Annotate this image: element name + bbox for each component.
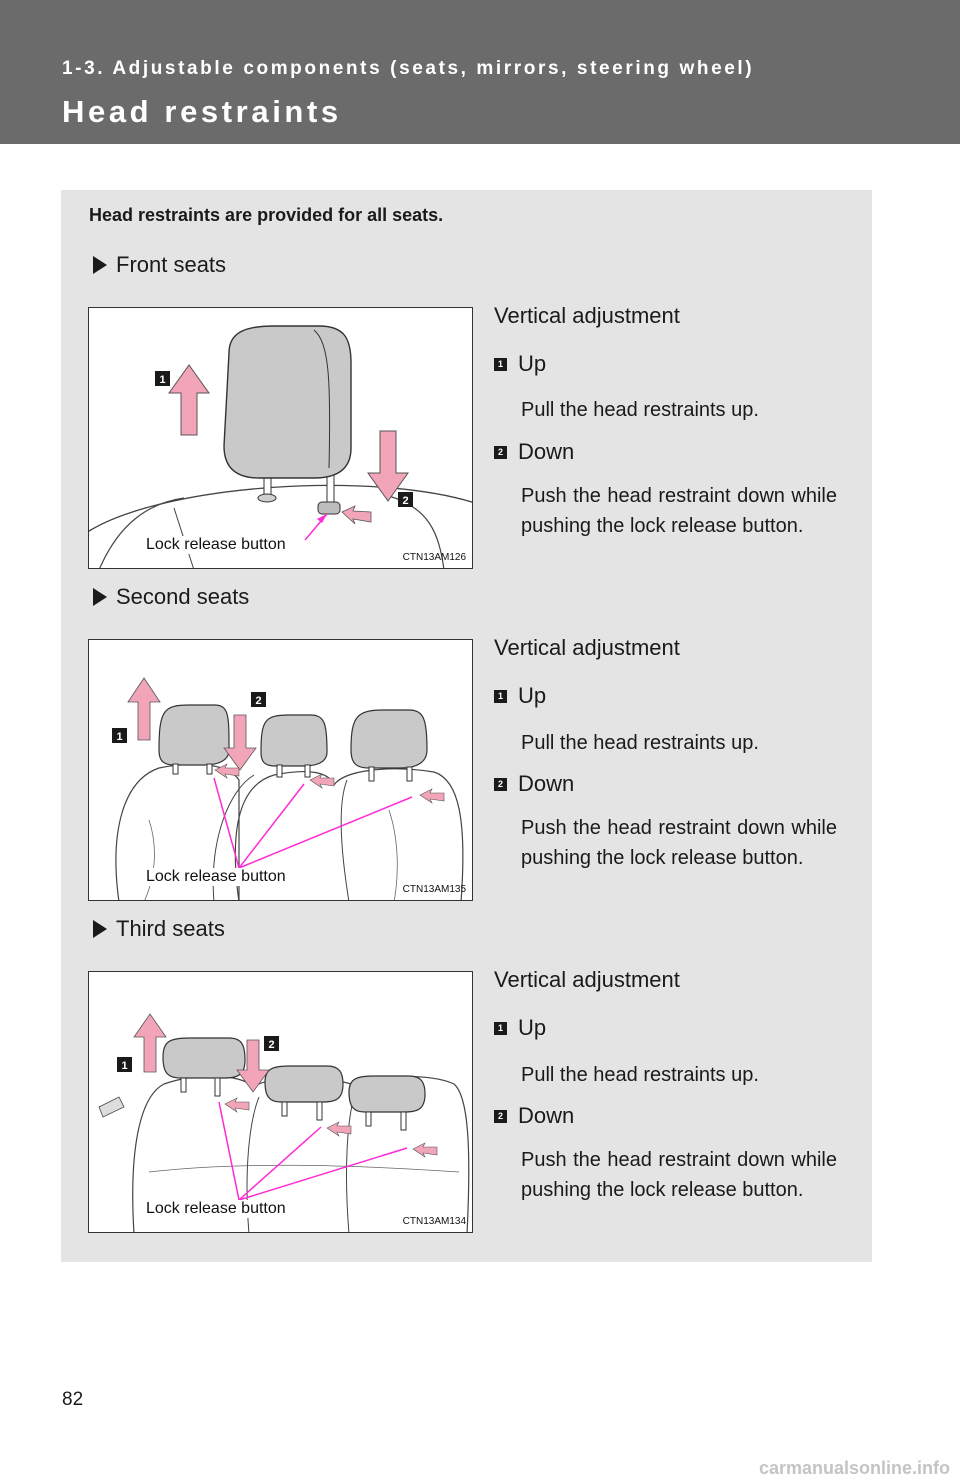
second-vertical-adjustment: Vertical adjustment bbox=[494, 635, 680, 660]
front-down-label: Down bbox=[518, 439, 575, 464]
second-down-step: 2 Down bbox=[494, 771, 574, 797]
third-seats-label: Third seats bbox=[116, 916, 225, 941]
third-vertical-adjustment: Vertical adjustment bbox=[494, 967, 680, 992]
lock-release-button-label: Lock release button bbox=[145, 868, 287, 886]
step-2-icon: 2 bbox=[494, 777, 507, 791]
third-seats-illustration: 1 2 Lock release button CTN13AM134 bbox=[88, 971, 473, 1233]
svg-text:1: 1 bbox=[159, 374, 165, 386]
second-up-step: 1 Up bbox=[494, 683, 546, 709]
figure-code: CTN13AM126 bbox=[402, 552, 466, 563]
second-headrest-drawing: 1 2 bbox=[112, 677, 464, 900]
page-title: Head restraints bbox=[62, 94, 342, 129]
front-headrest-drawing: 1 2 bbox=[89, 325, 472, 568]
intro-text: Head restraints are provided for all sea… bbox=[89, 205, 444, 225]
front-vertical-adjustment: Vertical adjustment bbox=[494, 303, 680, 328]
svg-text:1: 1 bbox=[121, 1060, 127, 1072]
third-down-description: Push the head restraint down while pushi… bbox=[521, 1149, 837, 1201]
section-title: 1-3. Adjustable components (seats, mirro… bbox=[62, 58, 755, 79]
figure-code: CTN13AM134 bbox=[402, 1216, 466, 1227]
second-down-description: Push the head restraint down while pushi… bbox=[521, 817, 837, 869]
page-header: 1-3. Adjustable components (seats, mirro… bbox=[0, 0, 960, 144]
second-down-label: Down bbox=[518, 771, 575, 796]
second-seats-illustration: 1 2 Lock release button CTN13AM135 bbox=[88, 639, 473, 901]
third-headrest-drawing: 1 2 bbox=[98, 1013, 470, 1232]
second-seats-label: Second seats bbox=[116, 584, 250, 609]
third-up-label: Up bbox=[518, 1015, 547, 1040]
front-down-description: Push the head restraint down while pushi… bbox=[521, 485, 837, 537]
third-up-description: Pull the head restraints up. bbox=[521, 1064, 759, 1086]
lock-release-button-label: Lock release button bbox=[145, 536, 287, 554]
second-up-description: Pull the head restraints up. bbox=[521, 732, 759, 754]
svg-text:2: 2 bbox=[255, 695, 261, 707]
step-2-icon: 2 bbox=[494, 445, 507, 459]
third-up-step: 1 Up bbox=[494, 1015, 546, 1041]
triangle-bullet-icon bbox=[93, 588, 107, 606]
front-seats-label: Front seats bbox=[116, 252, 227, 277]
page-number: 82 bbox=[62, 1389, 84, 1410]
third-seats-heading: Third seats bbox=[93, 916, 225, 942]
front-up-label: Up bbox=[518, 351, 547, 376]
front-seats-illustration: 1 2 Lock release button CTN13AM126 bbox=[88, 307, 473, 569]
svg-text:2: 2 bbox=[402, 495, 408, 507]
second-up-label: Up bbox=[518, 683, 547, 708]
svg-text:1: 1 bbox=[116, 731, 122, 743]
second-seats-heading: Second seats bbox=[93, 584, 249, 610]
third-down-label: Down bbox=[518, 1103, 575, 1128]
third-down-step: 2 Down bbox=[494, 1103, 574, 1129]
step-1-icon: 1 bbox=[494, 357, 507, 371]
front-up-step: 1 Up bbox=[494, 351, 546, 377]
watermark: carmanualsonline.info bbox=[758, 1458, 950, 1478]
front-down-step: 2 Down bbox=[494, 439, 574, 465]
triangle-bullet-icon bbox=[93, 920, 107, 938]
lock-release-button-label: Lock release button bbox=[145, 1200, 287, 1218]
figure-code: CTN13AM135 bbox=[402, 884, 466, 895]
svg-text:2: 2 bbox=[268, 1039, 274, 1051]
step-1-icon: 1 bbox=[494, 689, 507, 703]
triangle-bullet-icon bbox=[93, 256, 107, 274]
step-1-icon: 1 bbox=[494, 1021, 507, 1035]
front-up-description: Pull the head restraints up. bbox=[521, 399, 759, 421]
step-2-icon: 2 bbox=[494, 1109, 507, 1123]
front-seats-heading: Front seats bbox=[93, 252, 226, 278]
